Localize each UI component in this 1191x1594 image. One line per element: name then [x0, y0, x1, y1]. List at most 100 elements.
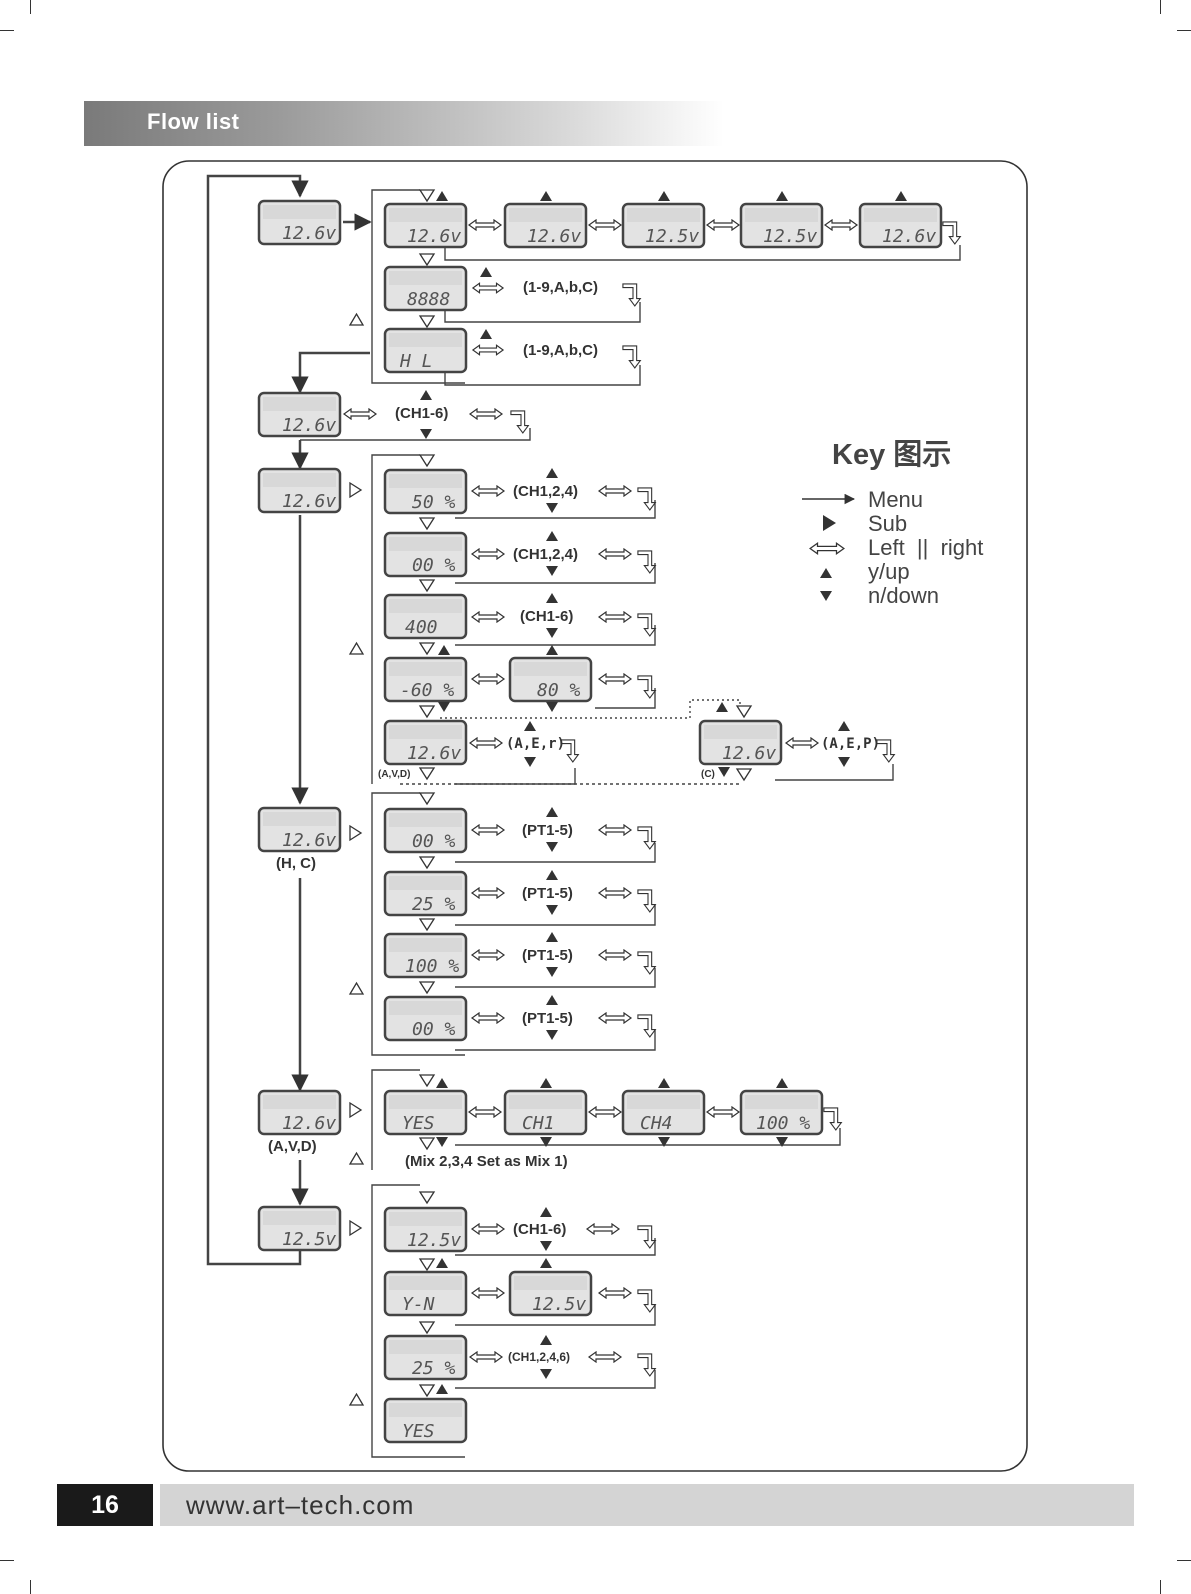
svg-text:12.6v: 12.6v [282, 415, 336, 436]
lcd-system-1: 12.5v [383, 1206, 468, 1253]
lcd-curve-3: 100 % [383, 932, 468, 979]
svg-text:8888: 8888 [407, 289, 450, 310]
left-right-arrows [343, 219, 858, 1363]
label-ch124-a: (CH1,2,4) [513, 483, 578, 500]
lcd-setup-4b: 80 % [508, 656, 593, 703]
svg-text:12.5v: 12.5v [763, 226, 817, 247]
lcd-model-select: 8888 [383, 265, 468, 312]
lcd-setup-1: 50 % [383, 468, 468, 515]
label-avd: (A,V,D) [268, 1138, 317, 1155]
diagram-frame [162, 160, 1028, 1472]
crop-mark [1177, 1560, 1191, 1561]
crop-mark [1177, 30, 1191, 31]
lcd-curve-1: 00 % [383, 807, 468, 854]
lcd-mix-4: 100 % [739, 1089, 824, 1136]
lcd-curve-4: 00 % [383, 995, 468, 1042]
label-range-1: (1-9,A,b,C) [523, 279, 598, 296]
svg-text:00 %: 00 % [412, 555, 456, 576]
lcd-model-3: 12.5v [621, 202, 706, 249]
svg-text:25 %: 25 % [412, 894, 456, 915]
svg-text:100 %: 100 % [405, 956, 459, 977]
svg-text:12.6v: 12.6v [527, 226, 581, 247]
lcd-main-reverse: 12.6v [257, 391, 342, 438]
label-ch16-b: (CH1-6) [520, 608, 573, 625]
svg-text:00 %: 00 % [412, 1019, 456, 1040]
svg-text:YES: YES [402, 1113, 435, 1134]
key-legend: Key 图示 Menu Sub Left || right y/up n/dow… [802, 439, 983, 608]
svg-text:400: 400 [405, 617, 438, 638]
sub-icon [823, 515, 836, 531]
label-ch124-b: (CH1,2,4) [513, 546, 578, 563]
svg-text:12.5v: 12.5v [282, 1229, 336, 1250]
svg-text:80 %: 80 % [537, 680, 581, 701]
svg-text:100 %: 100 % [756, 1113, 810, 1134]
lcd-model-2: 12.6v [503, 202, 588, 249]
svg-text:25 %: 25 % [412, 1358, 456, 1379]
lcd-main-model: 12.6v [257, 199, 342, 246]
lcd-system-3: 25 % [383, 1334, 468, 1381]
svg-text:00 %: 00 % [412, 831, 456, 852]
svg-text:Y-N: Y-N [402, 1294, 435, 1315]
label-aer: (A,E,r) [506, 736, 565, 752]
crop-mark [30, 0, 31, 14]
key-no-down: n/down [868, 583, 939, 608]
svg-text:50 %: 50 % [412, 492, 456, 513]
label-pt-3: (PT1-5) [522, 947, 573, 964]
key-sub: Sub [868, 511, 907, 536]
svg-text:12.6v: 12.6v [407, 743, 461, 764]
svg-text:12.6v: 12.6v [282, 223, 336, 244]
svg-text:12.6v: 12.6v [282, 830, 336, 851]
sub-markers [348, 189, 753, 1406]
label-ch16-c: (CH1-6) [513, 1221, 566, 1238]
crop-mark [1160, 0, 1161, 14]
svg-text:H L: H L [399, 351, 433, 372]
crop-mark [0, 30, 14, 31]
lcd-setup-5: 12.6v [383, 719, 468, 766]
svg-text:12.6v: 12.6v [722, 743, 776, 764]
sub-bracket-lines [300, 189, 741, 1458]
label-ch16-a: (CH1-6) [395, 405, 448, 422]
key-menu: Menu [868, 487, 923, 512]
svg-text:YES: YES [402, 1421, 435, 1442]
section-title: Flow list [147, 109, 240, 134]
lcd-system-2: Y-N [383, 1270, 468, 1317]
lcd-model-5: 12.6v [858, 202, 943, 249]
lcd-main-system: 12.5v [257, 1205, 342, 1252]
lcd-model-type: H L [383, 327, 468, 374]
footer-url: www.art–tech.com [160, 1484, 1134, 1526]
svg-text:12.5v: 12.5v [407, 1230, 461, 1251]
label-pt-1: (PT1-5) [522, 822, 573, 839]
down-icon [820, 591, 832, 601]
lcd-setup-3: 400 [383, 593, 468, 640]
lcd-main-mix: 12.6v [257, 1089, 342, 1136]
lcd-model-1: 12.6v [383, 202, 468, 249]
svg-text:-60 %: -60 % [400, 680, 454, 701]
lcd-mix-1: YES [383, 1089, 468, 1136]
svg-text:12.6v: 12.6v [407, 226, 461, 247]
label-hc: (H, C) [276, 855, 316, 872]
lcd-setup-5b: 12.6v [698, 719, 783, 766]
label-range-2: (1-9,A,b,C) [523, 342, 598, 359]
label-pt-4: (PT1-5) [522, 1010, 573, 1027]
up-down-arrows [420, 191, 907, 1394]
key-yes-up: y/up [868, 559, 910, 584]
section-header: Flow list [84, 101, 724, 146]
page-number: 16 [57, 1484, 153, 1526]
label-avd-small: (A,V,D) [378, 769, 410, 780]
label-c-small: (C) [701, 769, 715, 780]
svg-text:CH4: CH4 [640, 1113, 673, 1134]
svg-text:12.5v: 12.5v [645, 226, 699, 247]
lcd-mix-3: CH4 [621, 1089, 706, 1136]
flow-labels: (1-9,A,b,C) (1-9,A,b,C) (CH1-6) (CH1,2,4… [268, 279, 880, 1364]
svg-text:12.5v: 12.5v [532, 1294, 586, 1315]
lcd-system-2b: 12.5v [508, 1270, 593, 1317]
lcd-panels: 12.6v 12.6v 12.6v 12.6v 12.6v 12.5v 12.6… [257, 199, 943, 1444]
lcd-main-curve: 12.6v [257, 806, 342, 853]
label-mix-note: (Mix 2,3,4 Set as Mix 1) [405, 1153, 568, 1170]
key-title: Key 图示 [832, 439, 951, 471]
lcd-main-setup: 12.6v [257, 467, 342, 514]
label-ch1246: (CH1,2,4,6) [508, 1350, 570, 1364]
svg-text:12.6v: 12.6v [282, 1113, 336, 1134]
return-arrows [510, 221, 961, 1377]
